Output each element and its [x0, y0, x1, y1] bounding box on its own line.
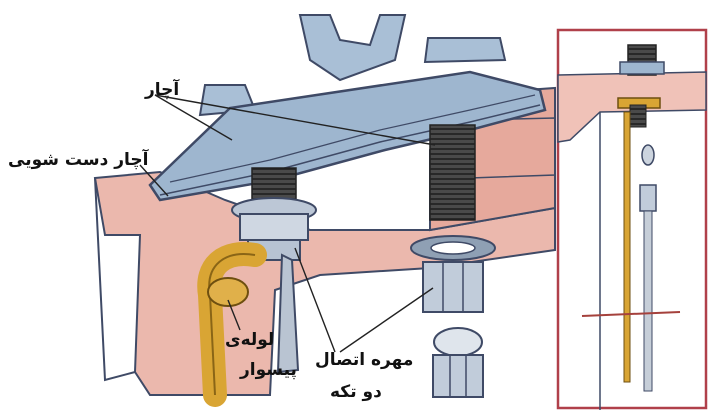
label-coupling-nut: مهره اتصال	[315, 352, 413, 369]
detail-inset	[556, 28, 708, 411]
label-sink-wrench: آچار دست شویی	[8, 152, 148, 169]
loose-coupling-nut	[433, 328, 483, 397]
label-wrench: آچار	[145, 82, 179, 99]
label-two-piece: دو تکه	[330, 384, 382, 401]
label-pipe: لوله‌ی	[225, 332, 274, 349]
label-pipe-sub: پیسوار	[240, 362, 297, 379]
